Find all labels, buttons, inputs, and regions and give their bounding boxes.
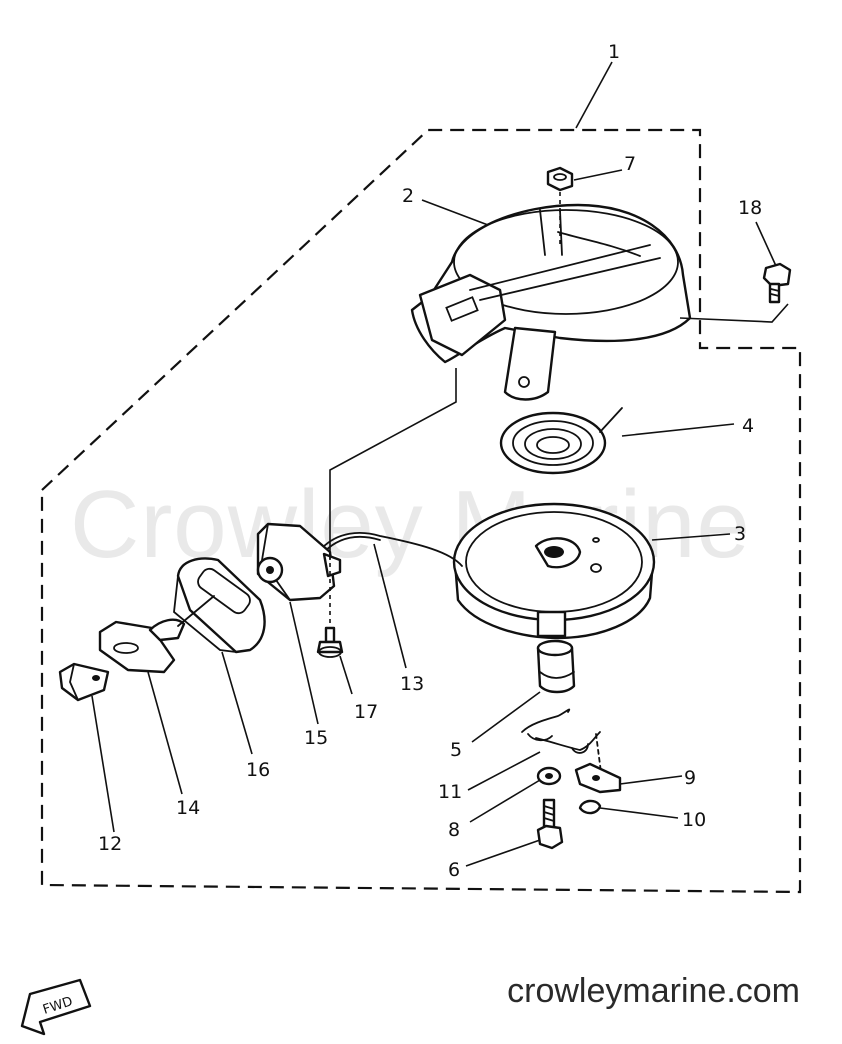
part-starter-housing: [410, 203, 692, 401]
leader-lines: [91, 61, 789, 867]
callout-9: 9: [684, 767, 696, 789]
part-bolt-18: [762, 262, 792, 304]
callout-4: 4: [742, 415, 754, 437]
site-label: crowleymarine.com: [507, 972, 800, 1010]
part-handle-cushion: [173, 557, 266, 654]
fwd-direction-badge: FWD: [20, 978, 92, 1036]
part-washer: [536, 766, 562, 786]
part-return-spring: [521, 708, 603, 781]
part-bolt-6: [536, 798, 564, 850]
callout-15: 15: [304, 727, 328, 749]
part-collar: [536, 639, 576, 694]
callout-6: 6: [448, 859, 460, 881]
callout-8: 8: [448, 819, 460, 841]
callout-12: 12: [98, 833, 122, 855]
part-drive-pawl: [574, 762, 622, 794]
assembly-boundary: [40, 128, 802, 894]
callout-11: 11: [438, 781, 462, 803]
callout-5: 5: [450, 739, 462, 761]
part-starter-handle: [98, 595, 215, 674]
callout-10: 10: [682, 809, 706, 831]
callout-17: 17: [354, 701, 378, 723]
callout-16: 16: [246, 759, 270, 781]
part-handle-plug: [58, 662, 110, 702]
callout-numbers: 1 2 7 18 4 3 13 17 15 16 14 12 5 11 8 6 …: [98, 41, 762, 881]
part-rope-guide: [256, 522, 342, 636]
callout-2: 2: [402, 185, 414, 207]
callout-18: 18: [738, 197, 762, 219]
part-starter-rope: [321, 531, 463, 567]
callout-7: 7: [624, 153, 636, 175]
part-nut: [546, 166, 574, 244]
part-spiral-spring: [499, 407, 623, 475]
callout-1: 1: [608, 41, 620, 63]
part-clip: [578, 799, 602, 815]
part-screw-17: [316, 626, 344, 658]
callout-14: 14: [176, 797, 200, 819]
part-pulley: [452, 502, 656, 640]
callout-3: 3: [734, 523, 746, 545]
callout-13: 13: [400, 673, 424, 695]
